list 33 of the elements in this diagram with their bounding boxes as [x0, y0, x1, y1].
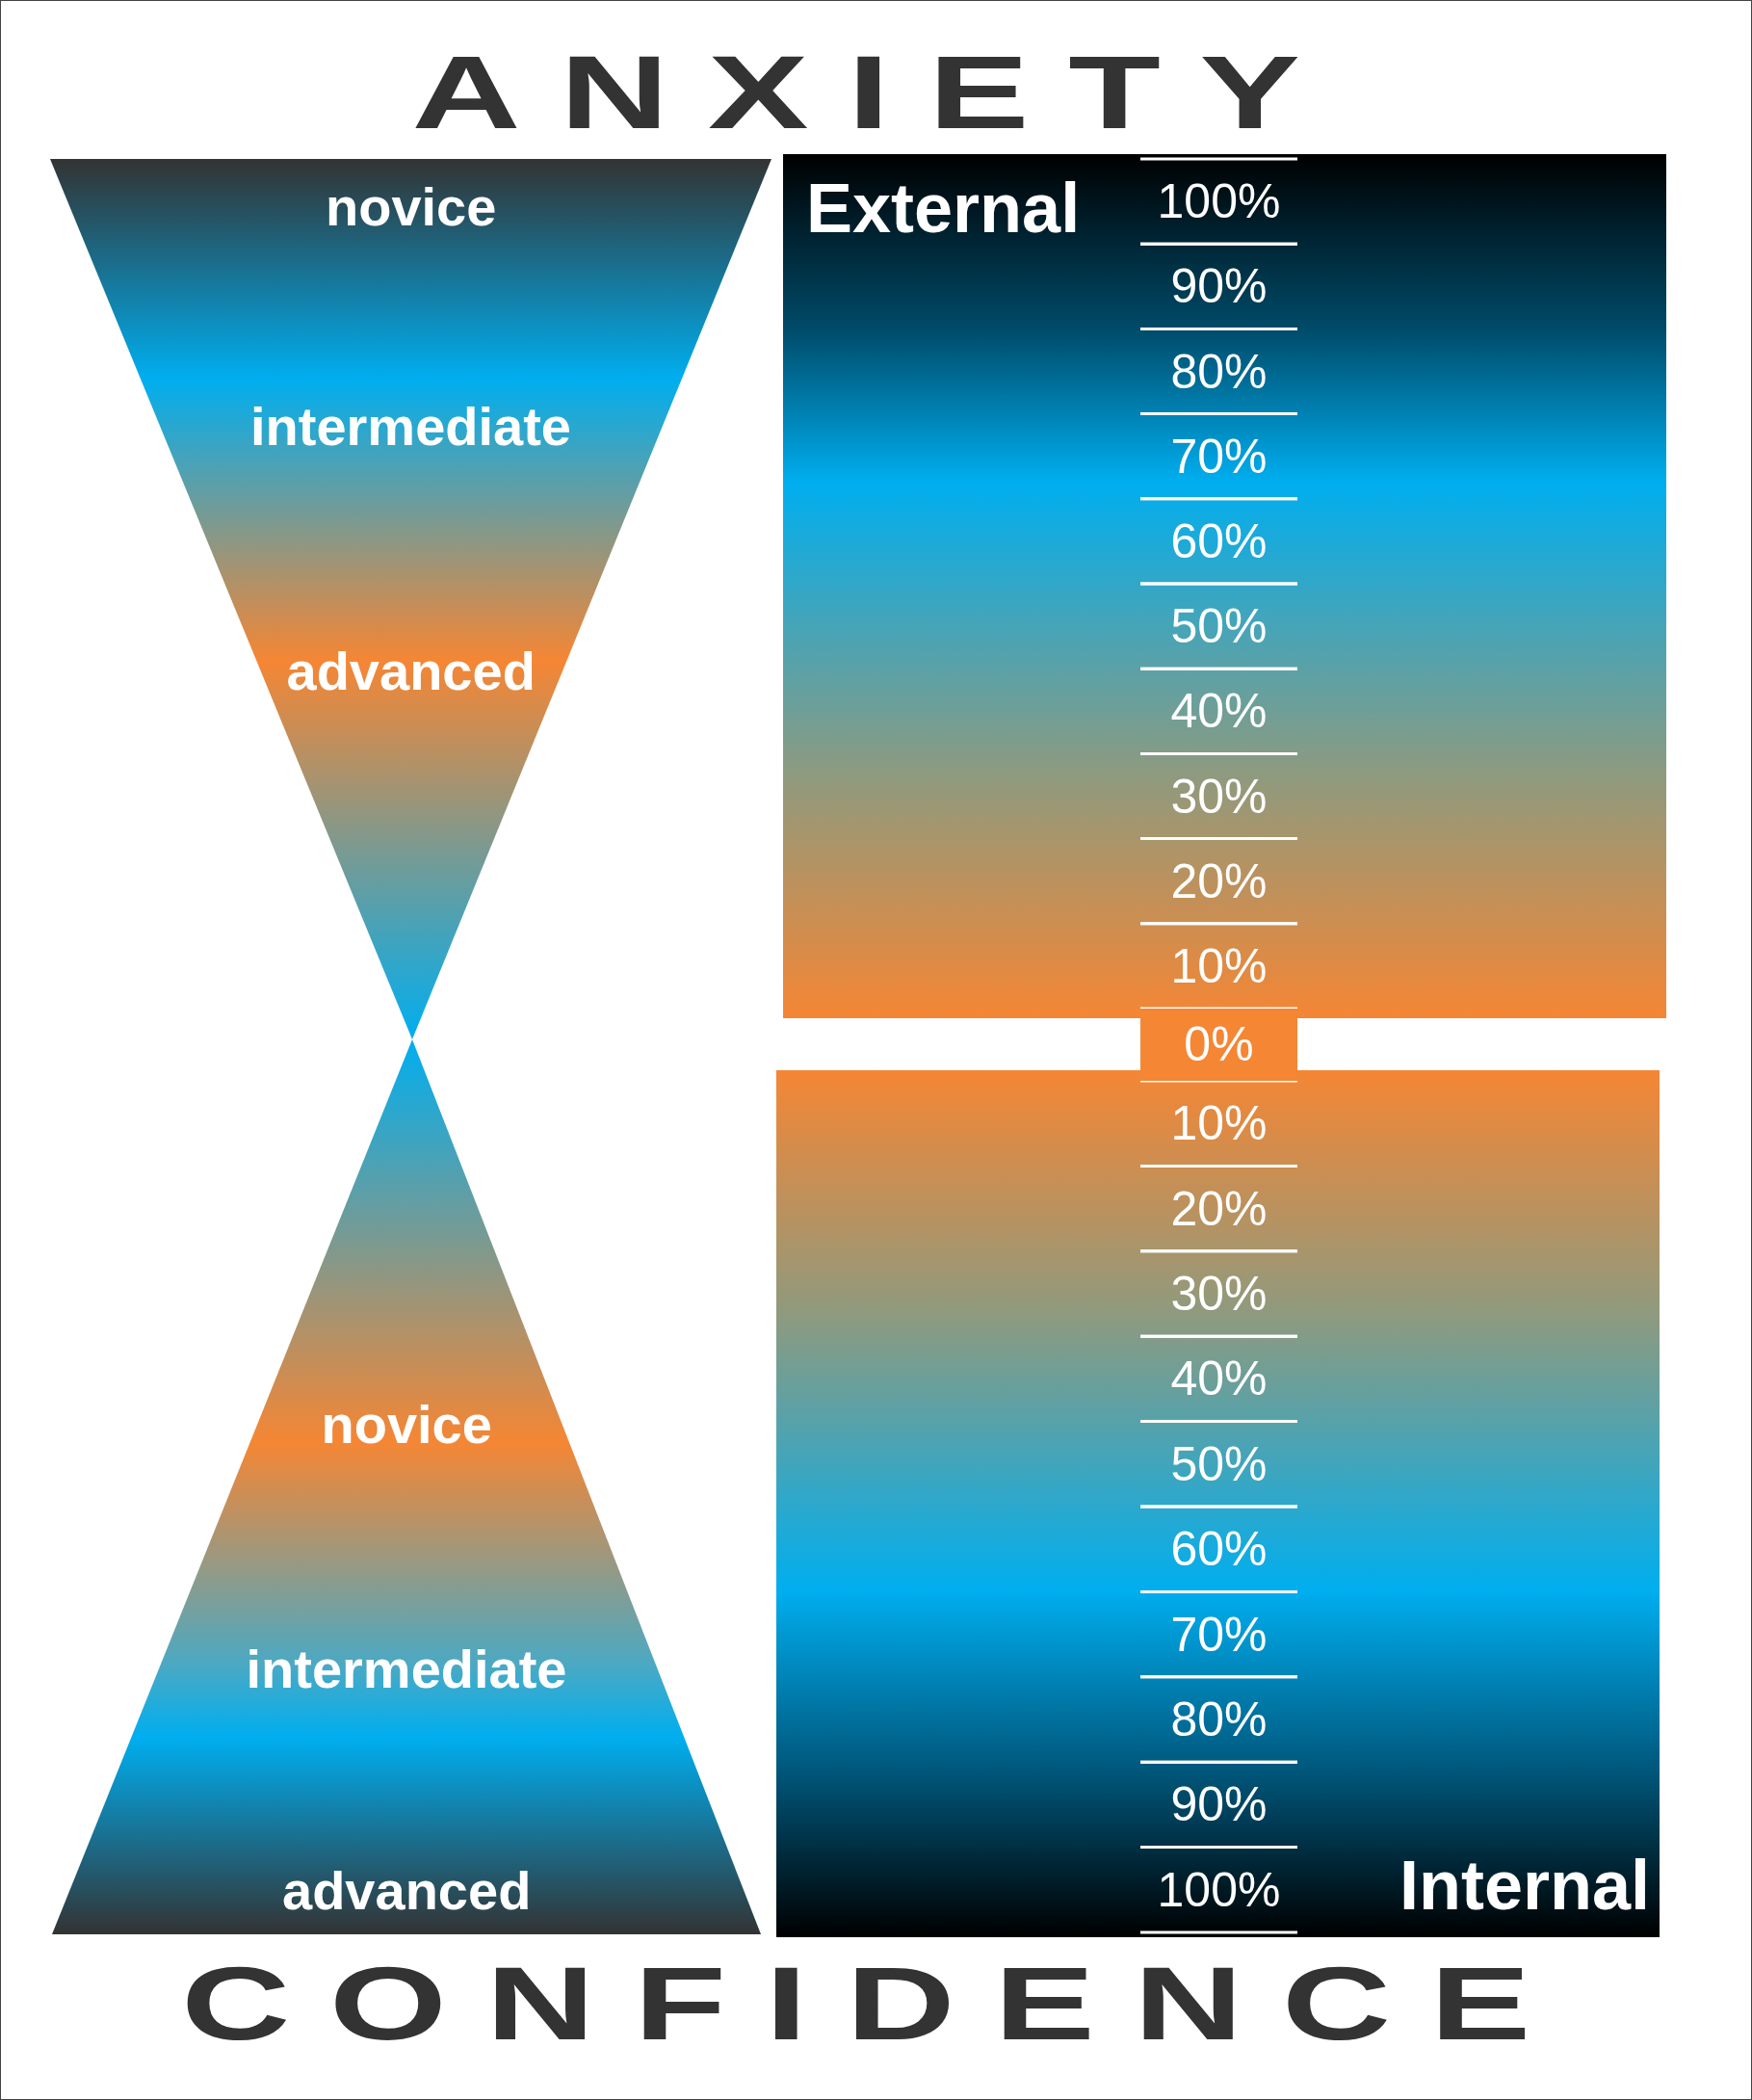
- percent-label: 10%: [1169, 937, 1268, 995]
- percent-label: 90%: [1169, 258, 1268, 316]
- level-label: intermediate: [250, 398, 571, 456]
- percent-label: 70%: [1169, 1606, 1268, 1664]
- percent-label: 90%: [1169, 1776, 1268, 1834]
- percent-label: 80%: [1169, 1692, 1268, 1748]
- title: ANXIETY: [412, 39, 1340, 145]
- percent-label: 40%: [1169, 683, 1268, 741]
- percent-label: 30%: [1169, 768, 1268, 826]
- percent-label: 100%: [1156, 1861, 1282, 1919]
- level-label: novice: [326, 178, 497, 236]
- panel-label: External: [806, 171, 1081, 245]
- level-label: advanced: [282, 1862, 532, 1920]
- level-label: intermediate: [246, 1641, 567, 1698]
- percent-label: 50%: [1169, 598, 1268, 656]
- scale-cell: 0%: [1140, 1009, 1297, 1081]
- percent-label: 60%: [1169, 512, 1268, 570]
- percent-label: 60%: [1169, 1521, 1268, 1579]
- caption: CONFIDENCE: [181, 1951, 1571, 2057]
- gradient-panel: [783, 154, 1666, 1018]
- percent-label: 20%: [1169, 853, 1268, 910]
- percent-label: 20%: [1169, 1180, 1268, 1238]
- percent-label: 100%: [1156, 173, 1282, 231]
- percent-label: 70%: [1169, 428, 1268, 486]
- gradient-panel: [776, 1070, 1660, 1937]
- panel-label: Internal: [1399, 1849, 1650, 1922]
- percent-label: 30%: [1169, 1266, 1268, 1323]
- percent-label: 10%: [1169, 1095, 1268, 1153]
- percent-label: 50%: [1169, 1435, 1268, 1493]
- level-label: novice: [321, 1396, 492, 1454]
- level-label: advanced: [286, 643, 536, 700]
- percent-label: 80%: [1169, 343, 1268, 401]
- percent-label: 40%: [1169, 1351, 1268, 1408]
